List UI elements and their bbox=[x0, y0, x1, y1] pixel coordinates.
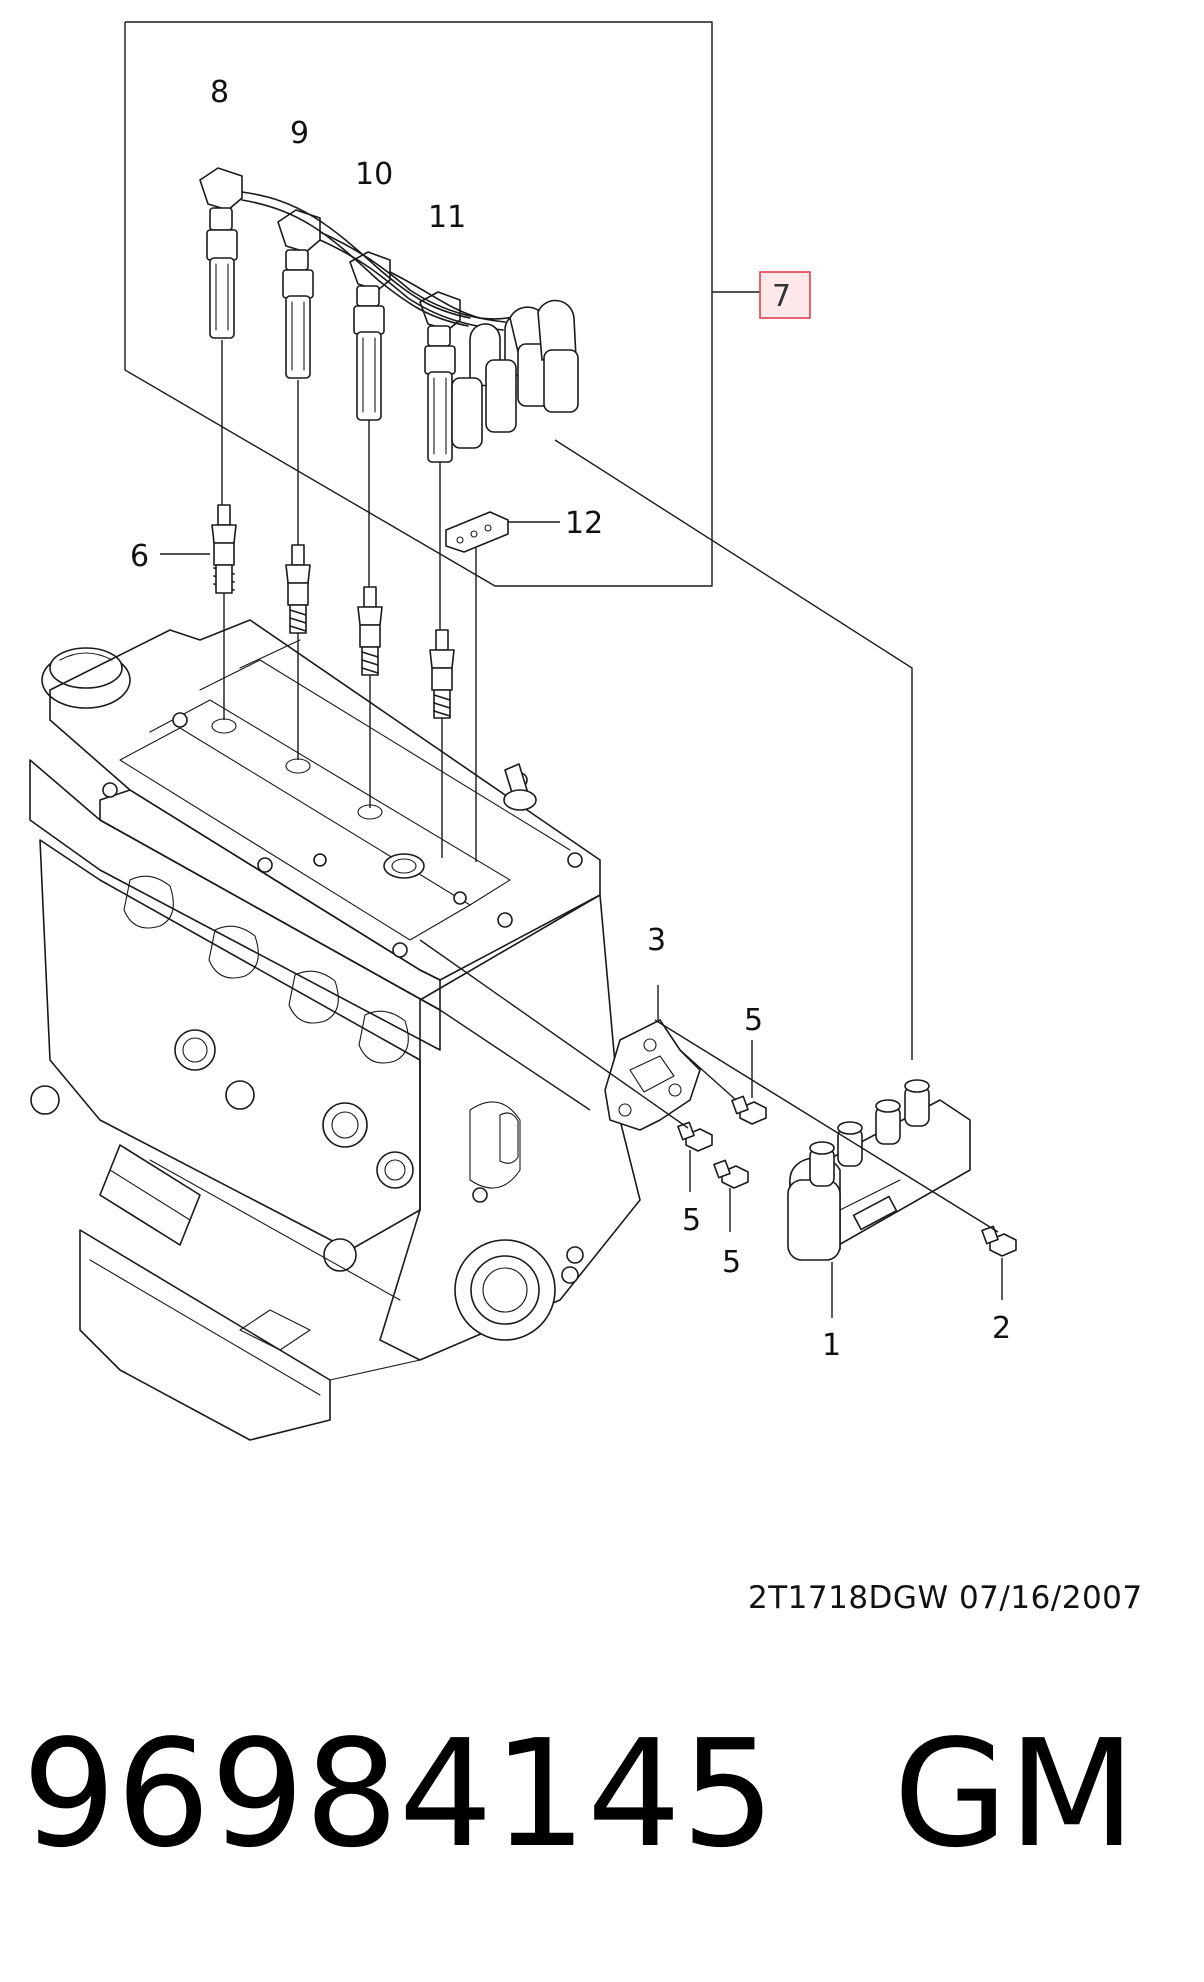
spark-plug-boot-10 bbox=[349, 251, 391, 421]
ignition-coil-1 bbox=[787, 1079, 971, 1261]
callout-1: 1 bbox=[822, 1328, 841, 1363]
callout-2: 2 bbox=[992, 1311, 1011, 1346]
block-bosses bbox=[30, 1029, 414, 1272]
oil-filter bbox=[99, 1144, 201, 1246]
callout-7: 7 bbox=[772, 279, 791, 314]
spark-plug-3 bbox=[357, 586, 383, 676]
spark-plug-boot-9 bbox=[277, 209, 321, 379]
coil-wire-leader bbox=[554, 439, 913, 1060]
bolt-5-middle bbox=[677, 1121, 713, 1152]
coil-bracket-3 bbox=[604, 1019, 701, 1131]
assembly-leaders bbox=[221, 340, 477, 862]
bolt-5-upper bbox=[731, 1095, 767, 1125]
brand-label: GM bbox=[893, 1708, 1136, 1880]
spark-plug-1 bbox=[211, 504, 237, 594]
exhaust-ports bbox=[123, 875, 409, 1064]
callout-labels: 8 9 10 11 12 6 3 5 5 5 1 2 bbox=[130, 75, 1011, 1363]
callout-11: 11 bbox=[428, 200, 466, 235]
wire-set-frame bbox=[124, 21, 760, 587]
callout-3: 3 bbox=[647, 923, 666, 958]
bolts bbox=[677, 1095, 1017, 1257]
spark-plug-4 bbox=[429, 629, 455, 719]
callout-6: 6 bbox=[130, 539, 149, 574]
callout-leaders bbox=[160, 521, 1003, 1318]
callout-7-box bbox=[759, 271, 811, 319]
part-number: 96984145 bbox=[22, 1708, 776, 1880]
spark-plug-2 bbox=[285, 544, 311, 634]
spark-plug-boot-8 bbox=[199, 167, 243, 339]
callout-12: 12 bbox=[565, 506, 603, 541]
bolt-5-lower bbox=[713, 1159, 749, 1189]
callout-7-highlight[interactable]: 7 bbox=[759, 271, 811, 319]
ignition-wire-set bbox=[199, 167, 579, 553]
spark-plugs bbox=[211, 504, 455, 719]
engine-block bbox=[29, 619, 641, 1441]
drawing-code: 2T1718DGW 07/16/2007 bbox=[748, 1580, 1143, 1616]
callout-9: 9 bbox=[290, 116, 309, 151]
callout-10: 10 bbox=[355, 157, 393, 192]
coil-towers bbox=[809, 1079, 930, 1187]
bolt-2 bbox=[981, 1225, 1017, 1257]
cover-bolts bbox=[102, 712, 583, 958]
oil-filler-cap bbox=[41, 647, 131, 709]
callout-5-left: 5 bbox=[682, 1203, 701, 1238]
coil-side-boots bbox=[451, 299, 579, 449]
crank-pulley-seal bbox=[454, 1239, 556, 1341]
wire-bracket-12 bbox=[445, 511, 509, 553]
callout-8: 8 bbox=[210, 75, 229, 110]
callout-5-lower: 5 bbox=[722, 1245, 741, 1280]
callout-5-upper: 5 bbox=[744, 1003, 763, 1038]
